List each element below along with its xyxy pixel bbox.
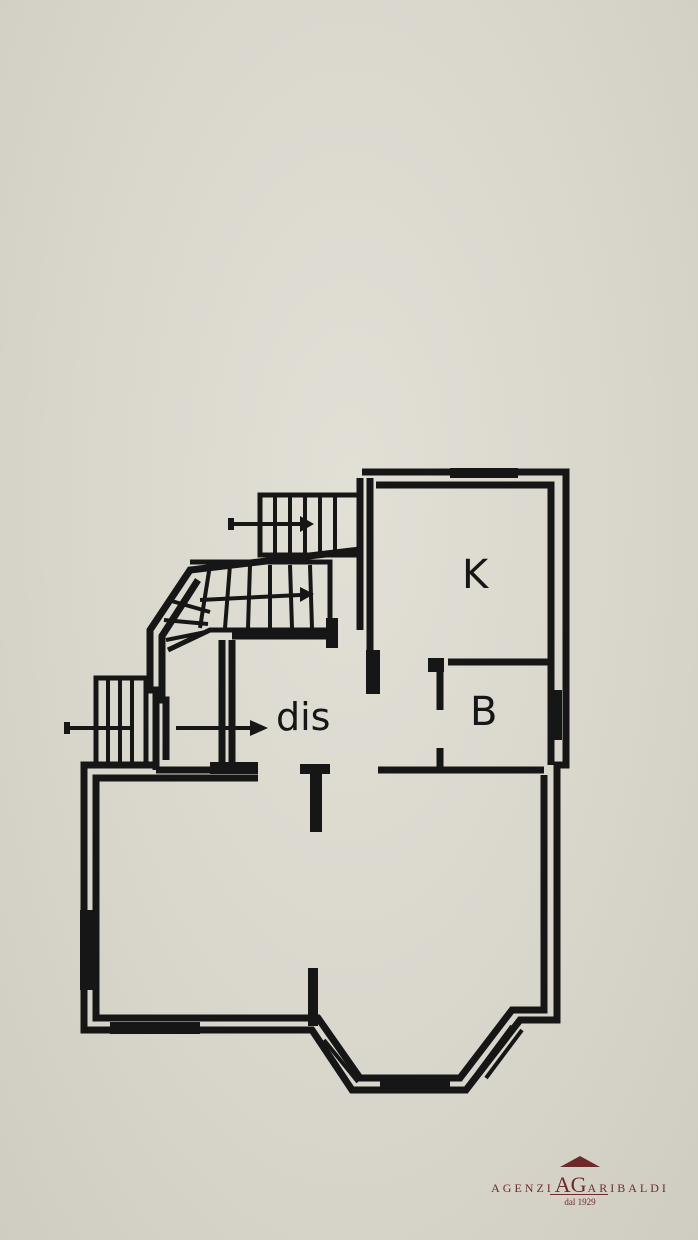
- inner-wall-outline: [376, 481, 555, 765]
- stair-entry-treads: [106, 678, 134, 766]
- window-left-main: [80, 910, 94, 990]
- stair-winder-post: [326, 618, 338, 648]
- room-label-hallway: dis: [276, 695, 330, 739]
- window-bay-bottom: [380, 1080, 450, 1090]
- room-label-bathroom: B: [470, 689, 497, 735]
- house-roof-icon: [560, 1156, 600, 1167]
- bay-door-stub: [308, 968, 318, 1026]
- hall-column-top: [300, 764, 330, 774]
- window-top-kitchen: [450, 468, 518, 478]
- stair-winder-arrow: [199, 593, 301, 602]
- logo-monogram: AG: [554, 1172, 587, 1197]
- bay-window: [322, 1024, 524, 1084]
- room-label-kitchen: K: [462, 552, 490, 598]
- outer-walls: [80, 468, 570, 1094]
- agency-logo: AGENZIAGARIBALDI dal 1929: [480, 1150, 680, 1210]
- window-bottom-main: [110, 1022, 200, 1034]
- stair-winder-fan: [163, 598, 211, 642]
- bath-door-jamb: [428, 658, 444, 672]
- stair-entry: [64, 675, 149, 769]
- hall-column: [310, 770, 322, 832]
- logo-divider: [550, 1194, 608, 1195]
- stair-upper-arrow-head: [300, 516, 314, 532]
- stair-upper: [228, 492, 363, 558]
- main-room-inner-outline: [92, 774, 548, 1082]
- logo-word-right: ARIBALDI: [587, 1181, 669, 1195]
- logo-word-left: AGENZI: [491, 1181, 554, 1195]
- hall-arrow-head: [250, 720, 268, 736]
- bay-window-right-sill-2: [476, 1024, 514, 1074]
- stair-entry-arrow-tail: [64, 722, 70, 734]
- bay-window-left-sill: [322, 1038, 360, 1084]
- kitchen-door-jamb: [366, 650, 380, 694]
- logo-wordmark: AGENZIAGARIBALDI: [480, 1172, 680, 1198]
- entry-bump: [146, 546, 361, 770]
- hall-arrow: [176, 720, 268, 736]
- bay-window-right-sill: [484, 1028, 524, 1080]
- stair-winder-arrow-head: [300, 587, 314, 602]
- stair-winder: [163, 559, 338, 653]
- window-right-bath: [550, 690, 562, 740]
- door-stubs: [210, 650, 444, 1026]
- wall-fills: [80, 468, 562, 1090]
- logo-since: dal 1929: [564, 1197, 596, 1207]
- hall-corner: [210, 762, 258, 774]
- entry-bump-inner: [158, 578, 201, 760]
- stair-upper-arrow-tail: [228, 518, 234, 530]
